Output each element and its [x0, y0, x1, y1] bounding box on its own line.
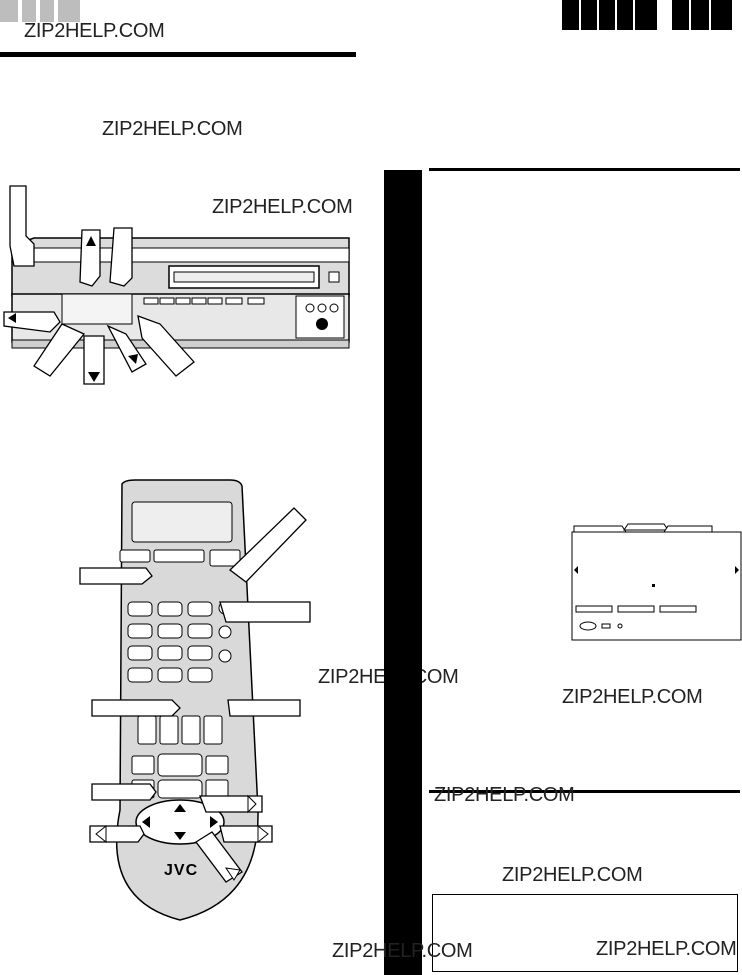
header-gray-tab-3	[40, 0, 54, 22]
section-sidebar-bar	[384, 170, 422, 975]
watermark-5: ZIP2HELP.COM	[562, 686, 703, 708]
watermark-header: ZIP2HELP.COM	[24, 20, 165, 42]
right-section-rule-top	[429, 168, 740, 171]
header-rule	[0, 52, 356, 57]
watermark-3: ZIP2HELP.COM	[212, 196, 353, 218]
header-block-dividers	[579, 0, 711, 30]
remote-control-illustration	[79, 479, 311, 921]
remote-brand-logo: JVC	[164, 862, 199, 879]
header-gray-tab-2	[22, 0, 36, 22]
right-section-rule-bottom	[429, 790, 740, 793]
vcr-front-panel-illustration	[3, 185, 350, 385]
note-box	[432, 894, 738, 972]
onscreen-menu-illustration	[571, 523, 742, 641]
header-gray-tab-1	[0, 0, 18, 22]
watermark-6: ZIP2HELP.COM	[434, 784, 575, 806]
watermark-9: ZIP2HELP.COM	[596, 938, 737, 960]
watermark-2: ZIP2HELP.COM	[102, 118, 243, 140]
header-black-blocks-2	[672, 0, 732, 30]
watermark-8: ZIP2HELP.COM	[332, 940, 473, 962]
header-black-blocks	[562, 0, 657, 30]
watermark-7: ZIP2HELP.COM	[502, 864, 643, 886]
header-gray-tab-4	[58, 0, 80, 22]
